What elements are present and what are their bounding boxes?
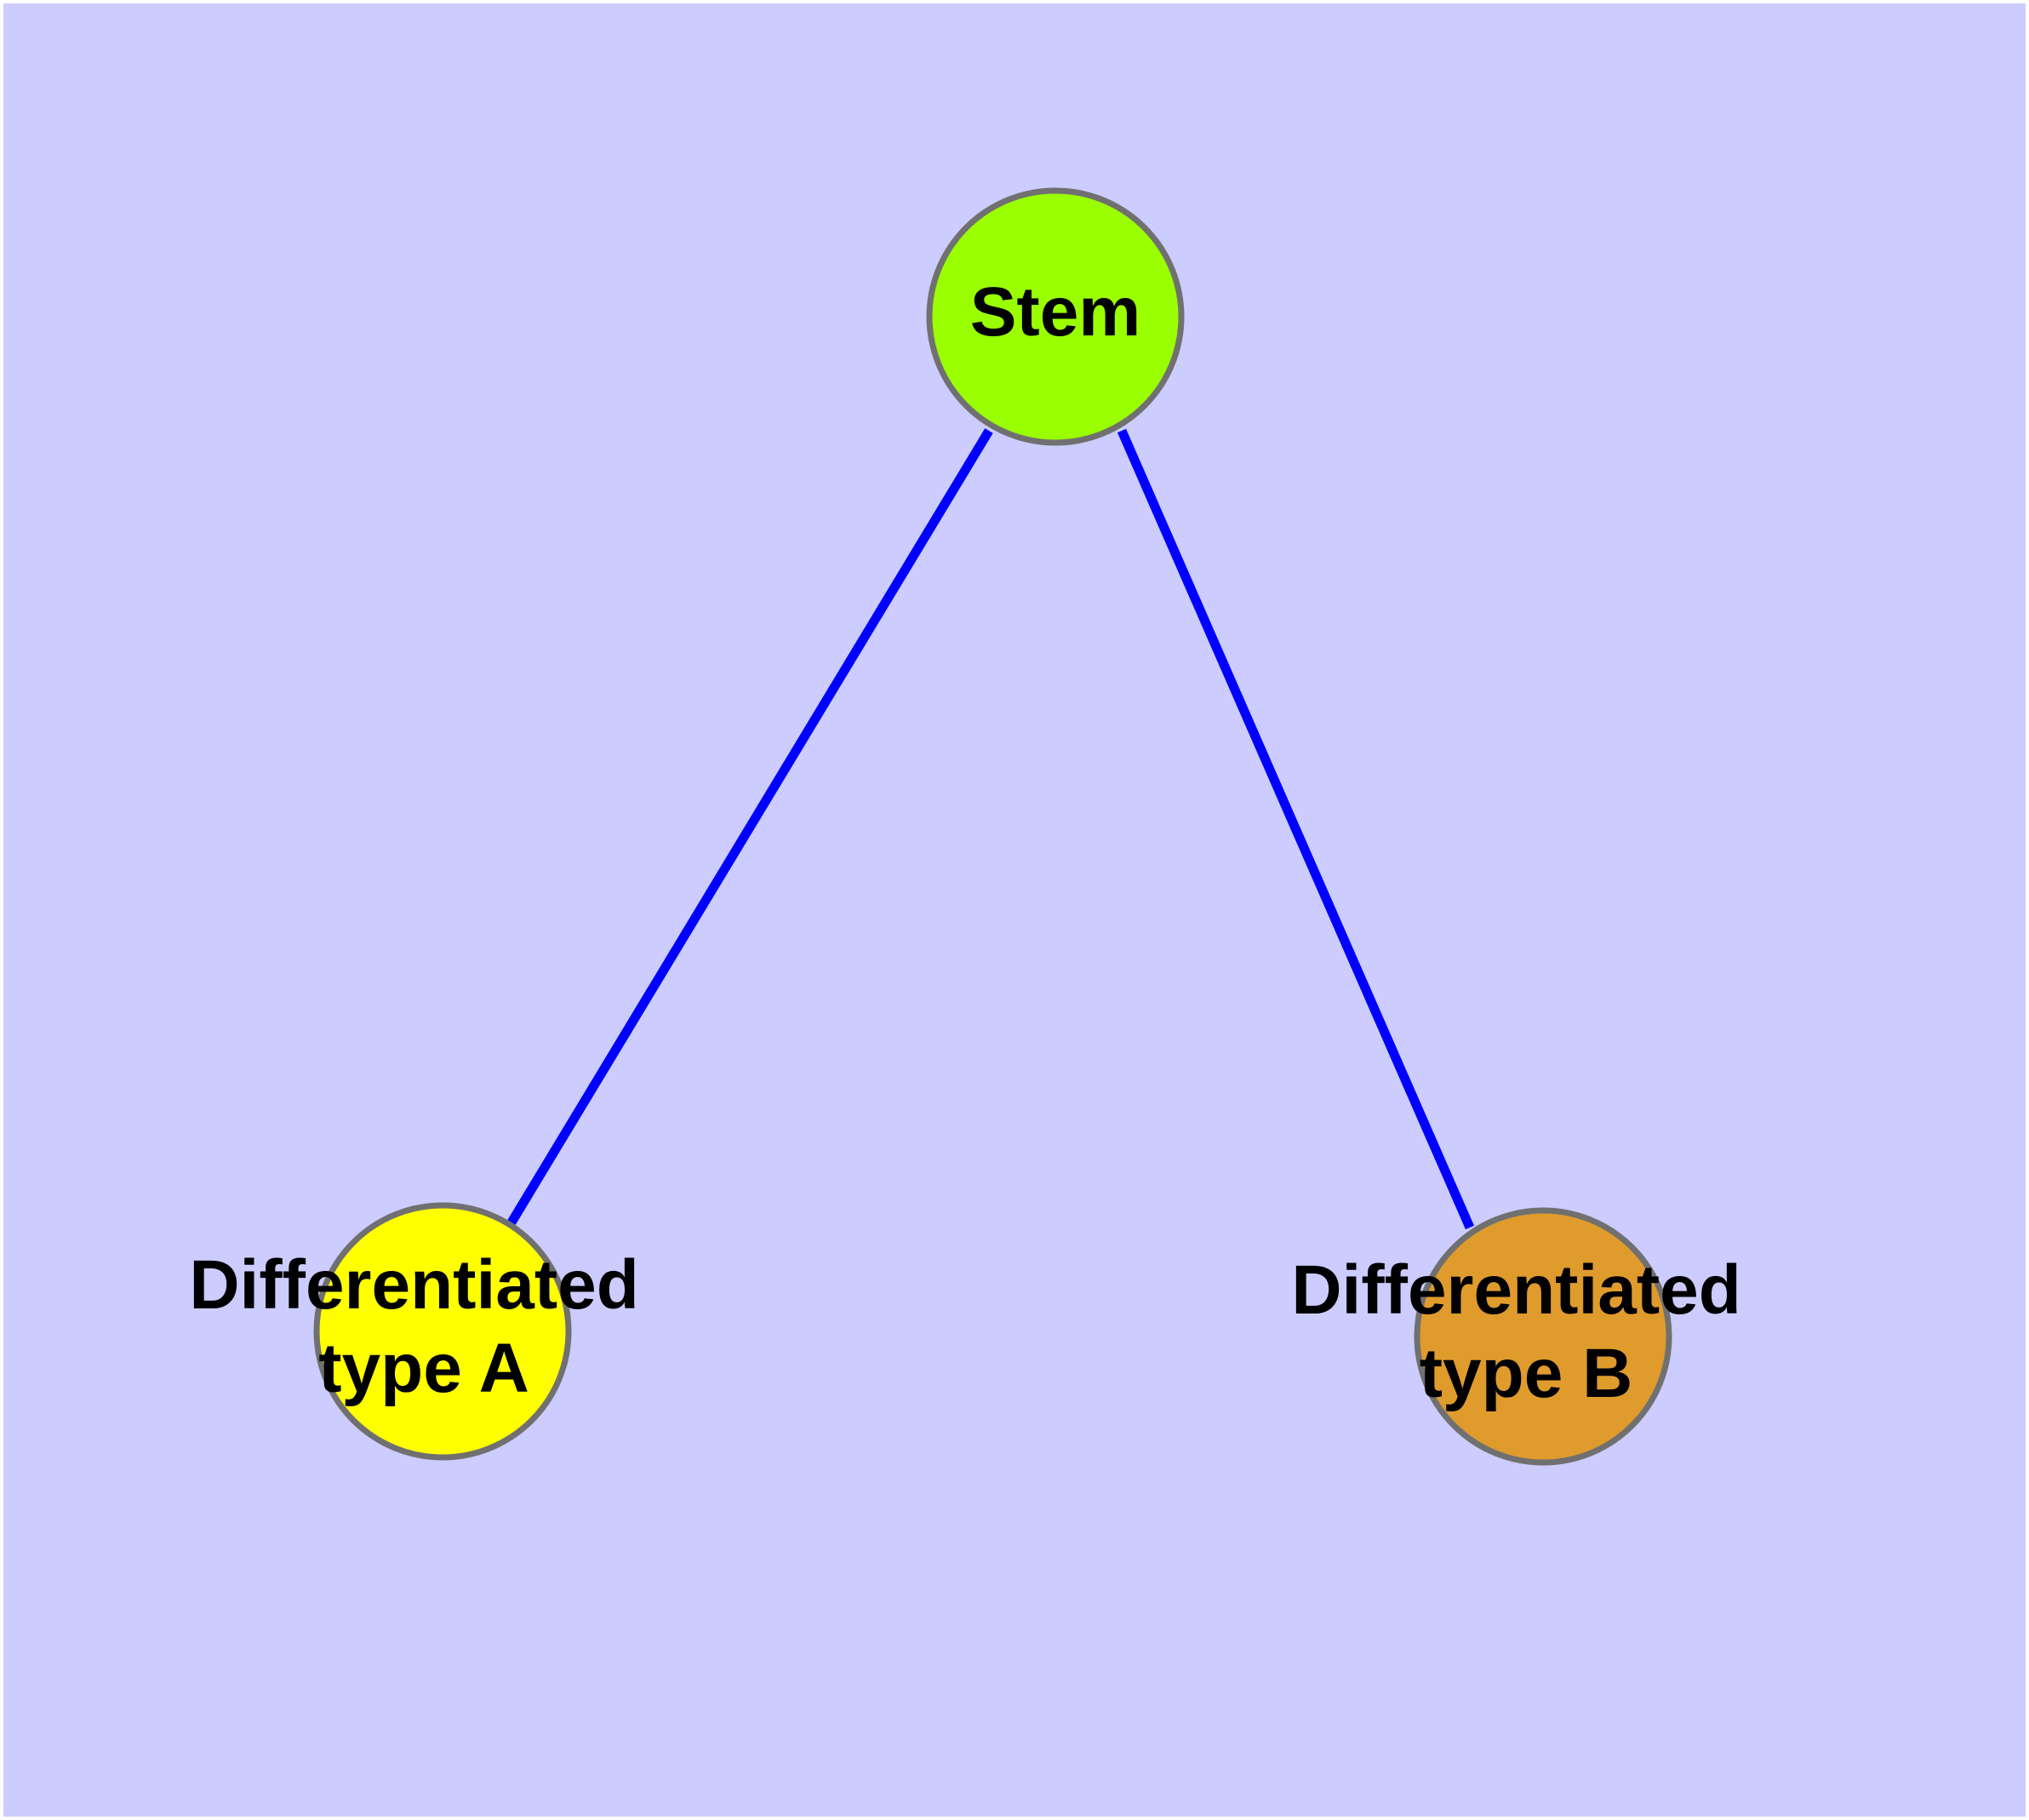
- node-diff-b[interactable]: [1414, 1207, 1672, 1466]
- node-diff-a-circle[interactable]: [313, 1202, 572, 1461]
- node-diff-b-label-line2: type B: [1420, 1335, 1633, 1412]
- node-diff-b-label: Differentiated type B: [1291, 1251, 1760, 1412]
- node-stem[interactable]: [926, 187, 1185, 446]
- node-layer: [313, 187, 1672, 1466]
- node-stem-label: Stem: [970, 273, 1141, 351]
- node-diff-a-label: Differentiated type A: [189, 1246, 658, 1407]
- node-stem-label-line1: Stem: [970, 273, 1141, 351]
- edge-stem-to-diff-b[interactable]: [1117, 428, 1475, 1230]
- node-diff-b-circle[interactable]: [1414, 1207, 1672, 1466]
- node-diff-b-label-line1: Differentiated: [1291, 1251, 1741, 1329]
- node-diff-a-label-line1: Differentiated: [189, 1246, 639, 1324]
- edge-stem-to-diff-a[interactable]: [507, 428, 993, 1225]
- node-diff-a-label-line2: type A: [318, 1330, 529, 1407]
- node-stem-circle[interactable]: [926, 187, 1185, 446]
- node-diff-a[interactable]: [313, 1202, 572, 1461]
- label-layer: Stem Differentiated type A Differentiate…: [189, 273, 1760, 1412]
- edge-layer: [507, 428, 1475, 1230]
